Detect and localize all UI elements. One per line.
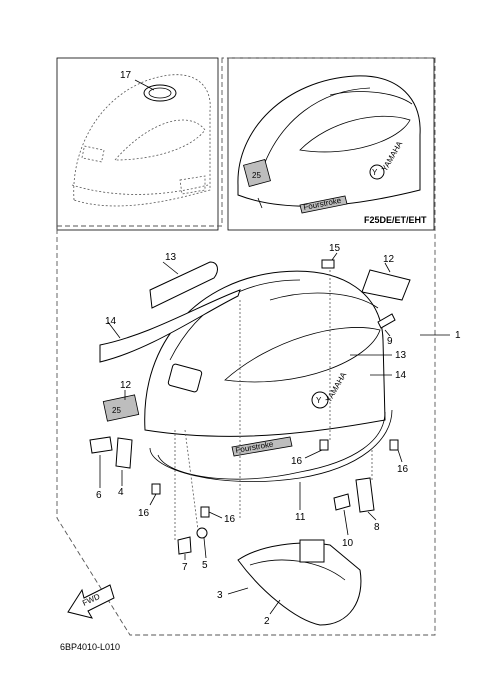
variant-brand-logo: Y — [372, 168, 378, 177]
callout-13b: 13 — [395, 350, 407, 361]
bracket-part-4 — [115, 437, 133, 469]
callout-numbers: 13 14 12 15 9 13 14 12 1 6 4 16 16 16 16… — [96, 243, 461, 627]
knob-part-6 — [89, 436, 113, 454]
callout-15: 15 — [329, 243, 341, 254]
callout-16d: 16 — [397, 464, 409, 475]
screw-part-3 — [227, 587, 249, 595]
callout-14b: 14 — [395, 370, 407, 381]
clip-part-16d — [389, 439, 399, 451]
inset-cover-view: 17 — [56, 57, 219, 231]
decal-badge-text: 25 — [112, 406, 121, 415]
callout-1: 1 — [455, 330, 461, 341]
callout-16b: 16 — [224, 514, 236, 525]
callout-17: 17 — [120, 70, 132, 81]
callout-6: 6 — [96, 490, 102, 501]
leader-lines — [99, 252, 450, 615]
variant-badge-text: 25 — [252, 171, 261, 180]
decal-part-12 — [361, 269, 411, 301]
callout-7: 7 — [182, 562, 188, 573]
clip-part-16a — [151, 483, 161, 495]
inset-variant-view: 25 Y YAMAHA Fourstroke F25DE/ET/EHT — [227, 57, 435, 231]
diagram-code: 6BP4010-L010 — [60, 642, 120, 652]
bottom-cover-part-2 — [237, 542, 362, 626]
clip-part-16b — [200, 506, 210, 518]
callout-9: 9 — [387, 336, 393, 347]
decal-part-14 — [99, 289, 241, 363]
bolt-part-9 — [377, 313, 396, 329]
callout-16c: 16 — [291, 456, 303, 467]
fwd-arrow: FWD — [67, 584, 115, 619]
callout-2: 2 — [264, 616, 270, 627]
clip-part-7 — [177, 536, 192, 555]
washer-part-5 — [196, 527, 208, 539]
grommet-part-15 — [321, 259, 335, 269]
callout-5: 5 — [202, 560, 208, 571]
callout-16a: 16 — [138, 508, 150, 519]
callout-12a: 12 — [383, 254, 395, 265]
decal-part-13 — [149, 261, 218, 309]
top-cowling: 25 Y YAMAHA Fourstroke — [102, 270, 386, 457]
brand-logo: Y — [316, 396, 322, 405]
callout-12b: 12 — [120, 380, 132, 391]
bracket-part-8 — [355, 477, 375, 513]
variant-label: F25DE/ET/EHT — [364, 215, 427, 225]
bushing-part-10 — [333, 493, 351, 511]
callout-14a: 14 — [105, 316, 117, 327]
callout-4: 4 — [118, 487, 124, 498]
callout-3: 3 — [217, 590, 223, 601]
callout-13a: 13 — [165, 252, 177, 263]
callout-10: 10 — [342, 538, 354, 549]
assembly-frame — [56, 57, 436, 636]
seal-part-11 — [149, 409, 393, 483]
callout-11: 11 — [295, 512, 306, 523]
clip-part-16c — [319, 439, 329, 451]
callout-8: 8 — [374, 522, 380, 533]
